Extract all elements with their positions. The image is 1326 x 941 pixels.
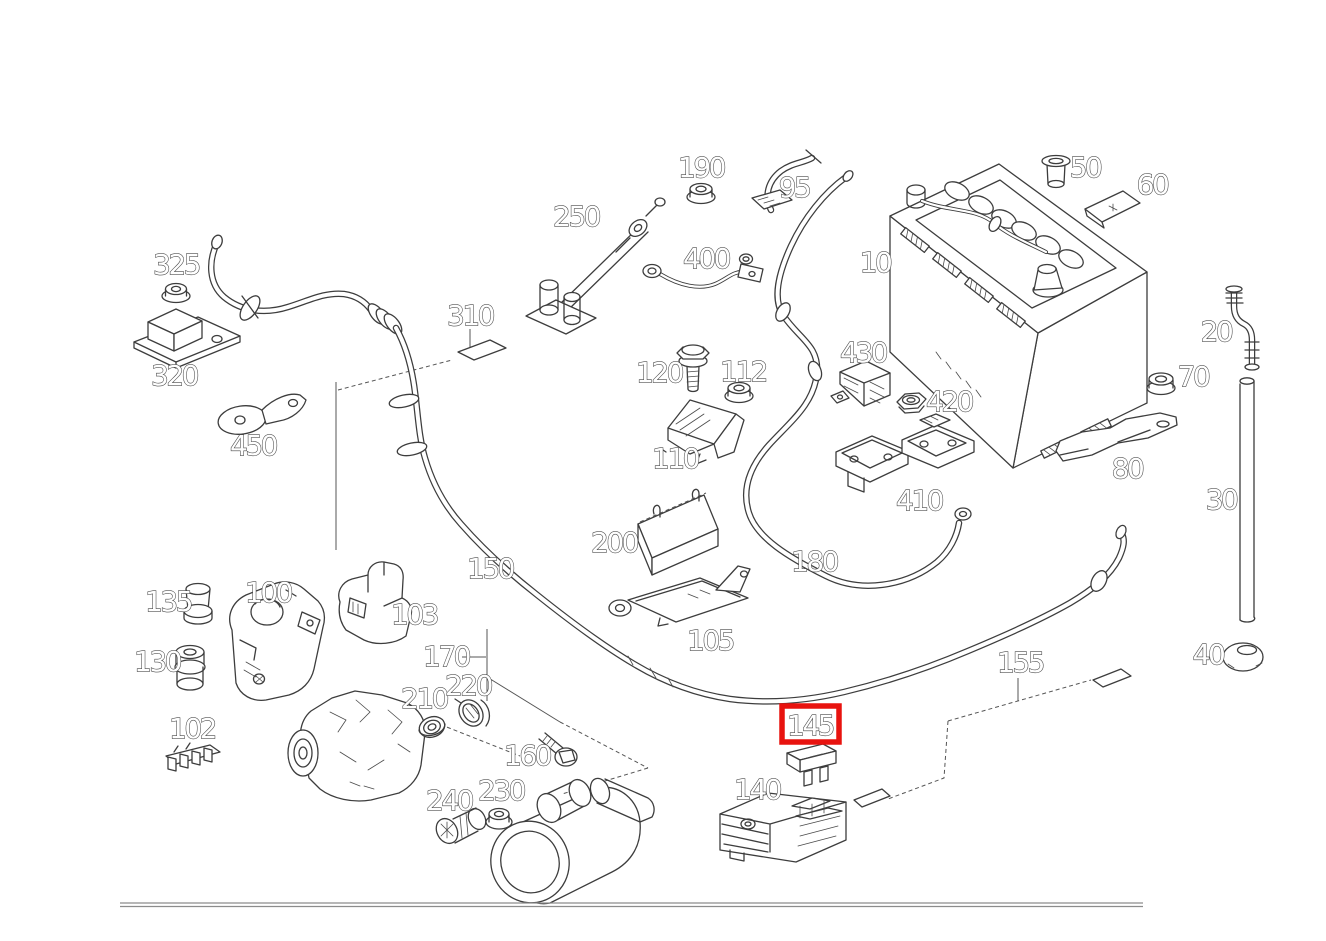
part-callout-50[interactable]: 50	[1069, 150, 1104, 184]
cover-103-drawing	[338, 561, 413, 645]
nut-70-drawing	[1146, 372, 1176, 396]
nut-210-drawing	[418, 715, 446, 739]
part-callout-80[interactable]: 80	[1111, 451, 1146, 485]
part-callout-135[interactable]: 135	[144, 584, 194, 618]
fuse-holder-140-drawing	[719, 792, 847, 863]
part-callout-210[interactable]: 210	[400, 681, 450, 715]
blade-fuse-145-drawing	[786, 743, 837, 787]
part-callout-130[interactable]: 130	[133, 644, 183, 678]
part-callout-30[interactable]: 30	[1205, 482, 1240, 516]
part-callout-60[interactable]: 60	[1136, 167, 1171, 201]
sleeve-130-drawing	[174, 644, 206, 691]
part-callout-102[interactable]: 102	[168, 711, 218, 745]
part-callout-420[interactable]: 420	[925, 384, 975, 418]
part-callout-70[interactable]: 70	[1177, 359, 1212, 393]
brush-holder-102-drawing	[165, 742, 221, 772]
terminal-cap-50-drawing	[1041, 154, 1071, 189]
part-callout-310[interactable]: 310	[446, 298, 496, 332]
part-callout-410[interactable]: 410	[895, 483, 945, 517]
part-callout-10[interactable]: 10	[859, 245, 894, 279]
bolt-120-drawing	[676, 344, 710, 393]
part-callout-220[interactable]: 220	[444, 668, 494, 702]
part-callout-112[interactable]: 112	[719, 354, 769, 388]
part-callout-20[interactable]: 20	[1200, 314, 1235, 348]
bracket-110-drawing	[659, 399, 745, 465]
part-callout-250[interactable]: 250	[552, 199, 602, 233]
module-100-drawing	[229, 581, 325, 701]
part-callout-120[interactable]: 120	[635, 355, 685, 389]
bracket-105-drawing	[608, 565, 751, 627]
nut-190-drawing	[686, 182, 716, 205]
part-callout-40[interactable]: 40	[1192, 637, 1227, 671]
part-callout-325[interactable]: 325	[152, 247, 202, 281]
starter-drawing	[490, 777, 655, 905]
ground-block-320-drawing	[133, 308, 241, 369]
bracket-410-drawing	[835, 413, 975, 493]
part-callout-240[interactable]: 240	[425, 783, 475, 817]
vent-pipe-30-drawing	[1239, 377, 1256, 623]
part-callout-95[interactable]: 95	[778, 170, 813, 204]
part-callout-100[interactable]: 100	[244, 575, 294, 609]
relay-box-200-drawing	[637, 488, 719, 576]
alternator-drawing	[287, 690, 426, 802]
cap-240-drawing	[435, 807, 487, 845]
part-callout-145[interactable]: 145	[786, 708, 836, 742]
part-callout-105[interactable]: 105	[686, 623, 736, 657]
part-callout-400[interactable]: 400	[682, 241, 732, 275]
vent-hose-95-drawing	[751, 149, 822, 214]
ground-cable-180-drawing	[742, 170, 972, 589]
part-callout-320[interactable]: 320	[150, 358, 200, 392]
cover-plate-60-drawing	[1084, 190, 1141, 229]
part-callout-150[interactable]: 150	[466, 551, 516, 585]
vent-elbow-20-drawing	[1225, 285, 1260, 371]
clamping-bar-80-drawing	[1055, 412, 1178, 462]
part-callout-450[interactable]: 450	[229, 428, 279, 462]
leader-line-310	[335, 329, 507, 550]
part-callout-110[interactable]: 110	[651, 441, 701, 475]
connecting-cable-400-drawing	[642, 253, 764, 289]
connector-430-drawing	[830, 360, 891, 407]
part-callout-430[interactable]: 430	[839, 335, 889, 369]
part-callout-180[interactable]: 180	[790, 544, 840, 578]
part-callout-200[interactable]: 200	[590, 525, 640, 559]
highlight-box-145[interactable]	[779, 703, 842, 745]
part-callout-103[interactable]: 103	[390, 597, 440, 631]
part-callout-155[interactable]: 155	[996, 645, 1046, 679]
bolt-160-drawing	[538, 732, 578, 767]
nut-112-drawing	[724, 381, 754, 404]
nut-230-drawing	[485, 807, 513, 830]
part-callouts: 325 320 450 310 250 190 95 400 10 50 60 …	[133, 150, 1240, 817]
part-callout-170[interactable]: 170	[422, 639, 472, 673]
cap-135-drawing	[183, 582, 213, 625]
battery-drawing	[889, 163, 1148, 469]
grommet-40-drawing	[1222, 642, 1264, 672]
leader-line-155	[853, 668, 1132, 808]
main-cable-150-drawing	[208, 234, 1127, 705]
footer-rule	[120, 902, 1143, 908]
part-callout-140[interactable]: 140	[733, 772, 783, 806]
nut-325-drawing	[161, 282, 191, 304]
part-callout-190[interactable]: 190	[677, 150, 727, 184]
cap-220-drawing	[454, 698, 491, 727]
leader-line-170	[433, 629, 649, 795]
terminal-clamp-250-drawing	[525, 197, 666, 335]
bracket-450-drawing	[217, 393, 307, 435]
part-callout-230[interactable]: 230	[477, 773, 527, 807]
nut-420-drawing	[896, 392, 927, 414]
part-callout-160[interactable]: 160	[503, 738, 553, 772]
